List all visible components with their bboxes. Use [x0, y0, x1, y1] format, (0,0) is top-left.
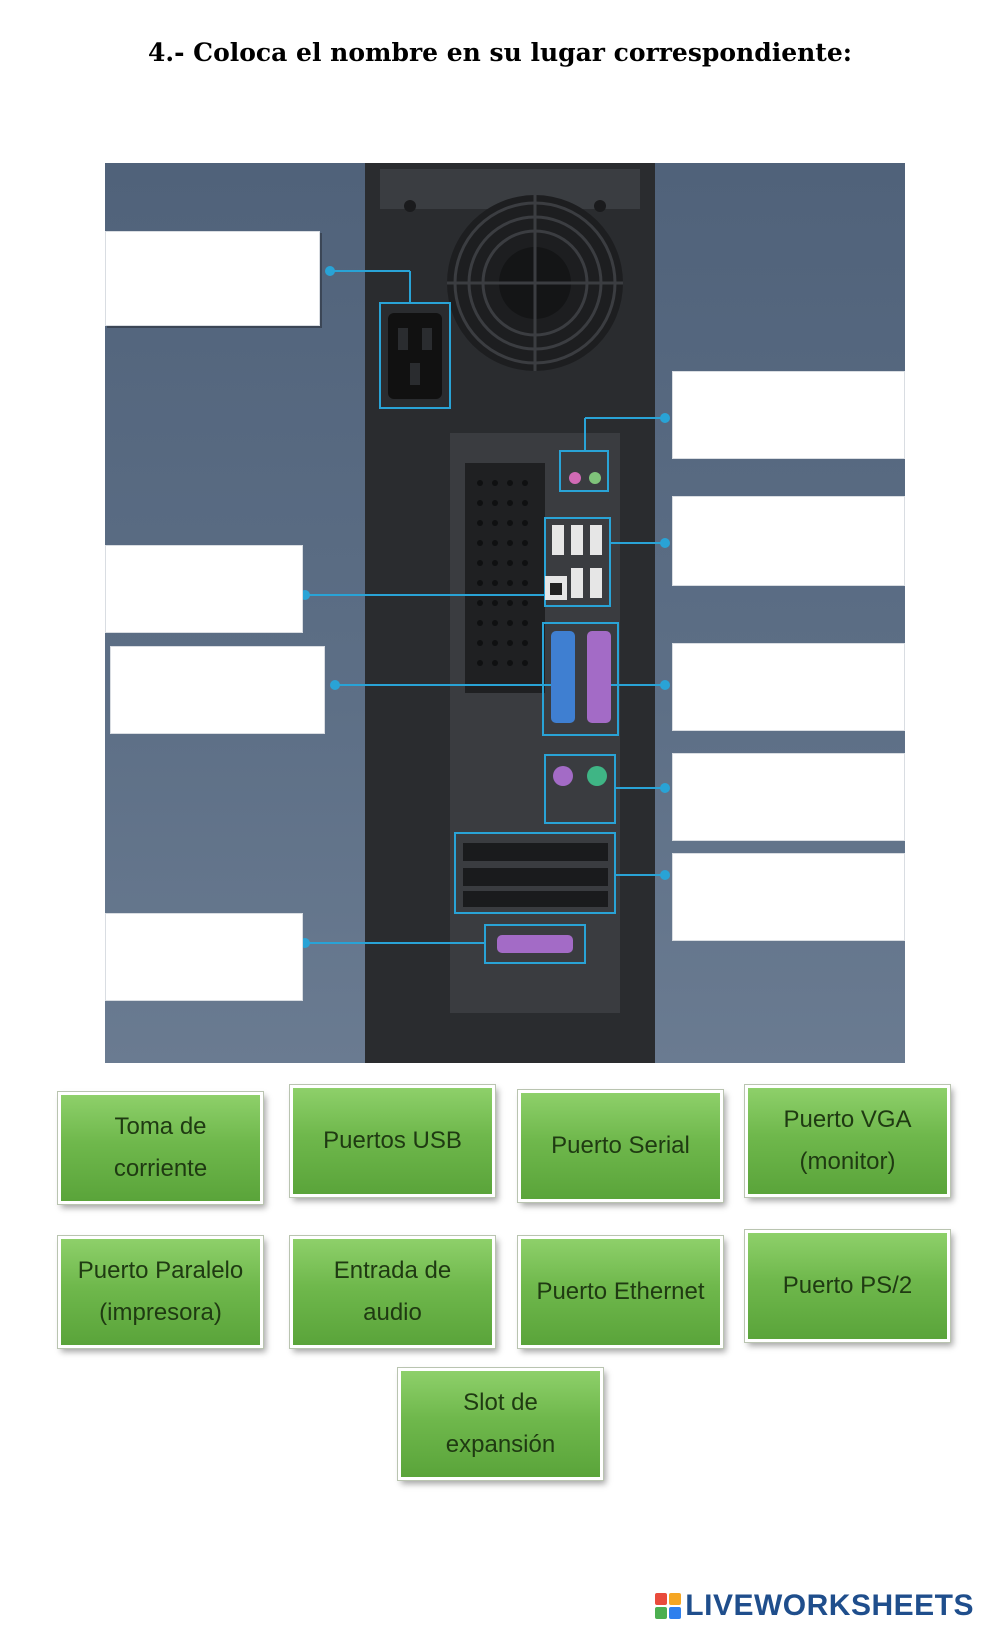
answer-chip-toma-de-corriente[interactable]: Toma de corriente: [57, 1091, 264, 1205]
chip-label-line2: (impresora): [99, 1299, 222, 1326]
answer-chip-entrada-de-audio[interactable]: Entrada de audio: [289, 1235, 496, 1349]
screw-icon: [404, 200, 416, 212]
answer-chip-slot-de-expansion[interactable]: Slot de expansión: [397, 1367, 604, 1481]
answer-chip-puerto-serial[interactable]: Puerto Serial: [517, 1089, 724, 1203]
page-title: 4.- Coloca el nombre en su lugar corresp…: [148, 38, 852, 67]
power-socket-icon: [379, 302, 451, 409]
drop-box-serial[interactable]: [672, 643, 905, 731]
vga-port-icon: [542, 622, 619, 736]
serial-port-icon: [587, 631, 611, 723]
brand-mark-icon: [655, 1593, 682, 1619]
answer-chip-puerto-ps2[interactable]: Puerto PS/2: [744, 1229, 951, 1343]
liveworksheets-logo: LIVEWORKSHEETS: [655, 1586, 974, 1626]
vent-area: [465, 463, 545, 693]
chip-label: Slot de expansión: [445, 1389, 556, 1458]
chip-label-line2: corriente: [113, 1155, 208, 1182]
chip-label: Entrada de audio: [333, 1257, 452, 1326]
vent-holes: [477, 480, 528, 666]
drop-box-ps2[interactable]: [672, 753, 905, 841]
fan-grille-icon: [447, 195, 623, 371]
screw-icon: [594, 200, 606, 212]
usb-port-icon: [544, 517, 611, 607]
chip-label: Puertos USB: [323, 1127, 462, 1154]
chip-label-line1: Puerto VGA: [783, 1106, 912, 1133]
expansion-slot-icon: [454, 832, 616, 914]
drop-box-ethernet[interactable]: [105, 545, 303, 633]
drop-box-parallel[interactable]: [105, 913, 303, 1001]
chip-label: Puerto PS/2: [782, 1272, 913, 1299]
drop-box-vga[interactable]: [110, 646, 325, 734]
chip-label: Puerto Serial: [551, 1132, 690, 1159]
answer-chip-puerto-vga[interactable]: Puerto VGA (monitor): [744, 1084, 951, 1198]
chip-label-line1: Puerto Paralelo: [77, 1257, 244, 1284]
ethernet-port-icon: [545, 576, 567, 600]
answer-chip-puertos-usb[interactable]: Puertos USB: [289, 1084, 496, 1198]
chip-label-line2: (monitor): [799, 1148, 896, 1175]
chip-label: Puerto Ethernet: [536, 1278, 705, 1305]
brand-name: LIVEWORKSHEETS: [685, 1589, 974, 1622]
computer-back-diagram: [105, 163, 905, 1063]
drop-box-usb[interactable]: [672, 496, 905, 586]
answer-chip-puerto-ethernet[interactable]: Puerto Ethernet: [517, 1235, 724, 1349]
chip-label-line1: Toma de: [114, 1113, 207, 1140]
drop-box-audio[interactable]: [672, 371, 905, 459]
drop-box-expansion[interactable]: [672, 853, 905, 941]
pc-rear-illustration: [300, 163, 670, 1063]
drop-box-power[interactable]: [105, 231, 320, 326]
answer-chip-puerto-paralelo[interactable]: Puerto Paralelo (impresora): [57, 1235, 264, 1349]
